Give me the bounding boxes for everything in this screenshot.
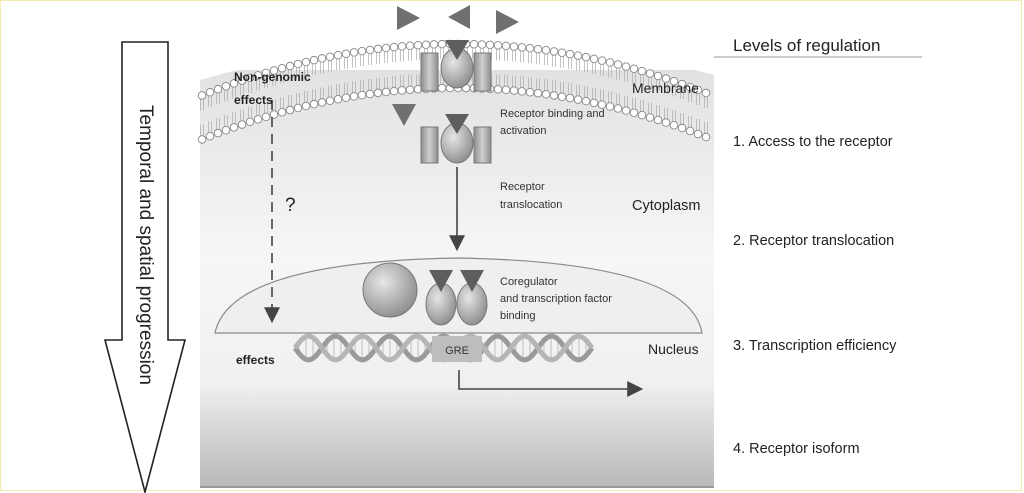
binding-label-1: Receptor binding and <box>500 108 605 120</box>
ligand-outside-2 <box>448 5 470 29</box>
membrane-receptor <box>420 40 492 92</box>
membrane-label: Membrane <box>632 80 699 96</box>
ligand-outside-3 <box>496 10 519 34</box>
ligand-inside <box>392 104 416 126</box>
level-transcription: 3. Transcription efficiency <box>733 338 897 354</box>
non-genomic-effects-label: effects <box>234 93 273 107</box>
coregulator-label-3: binding <box>500 310 535 322</box>
gre-box <box>432 336 482 362</box>
cytoplasm-label: Cytoplasm <box>632 198 701 214</box>
translocation-label-1: Receptor <box>500 181 545 193</box>
progression-arrow <box>103 41 187 493</box>
level-translocation: 2. Receptor translocation <box>733 233 895 249</box>
cytoplasmic-receptor <box>420 114 492 164</box>
nucleus-label: Nucleus <box>648 341 699 357</box>
extracellular-space <box>200 25 714 80</box>
progression-label: Temporal and spatial progression <box>135 105 156 385</box>
nuclear-receptor-complex <box>362 262 488 326</box>
translocation-label-2: translocation <box>500 199 562 211</box>
gre-label: GRE <box>445 345 469 357</box>
effects-label: effects <box>236 353 275 367</box>
level-isoform: 4. Receptor isoform <box>733 441 860 457</box>
binding-label-2: activation <box>500 125 546 137</box>
ligand-outside-1 <box>397 6 420 30</box>
non-genomic-label: Non-genomic <box>234 70 311 84</box>
coregulator-label-1: Coregulator <box>500 276 558 288</box>
levels-title: Levels of regulation <box>733 36 881 55</box>
level-access: 1. Access to the receptor <box>733 134 893 150</box>
unknown-mark: ? <box>285 195 296 216</box>
coregulator-label-2: and transcription factor <box>500 293 612 305</box>
transcription-arrow <box>458 370 644 397</box>
